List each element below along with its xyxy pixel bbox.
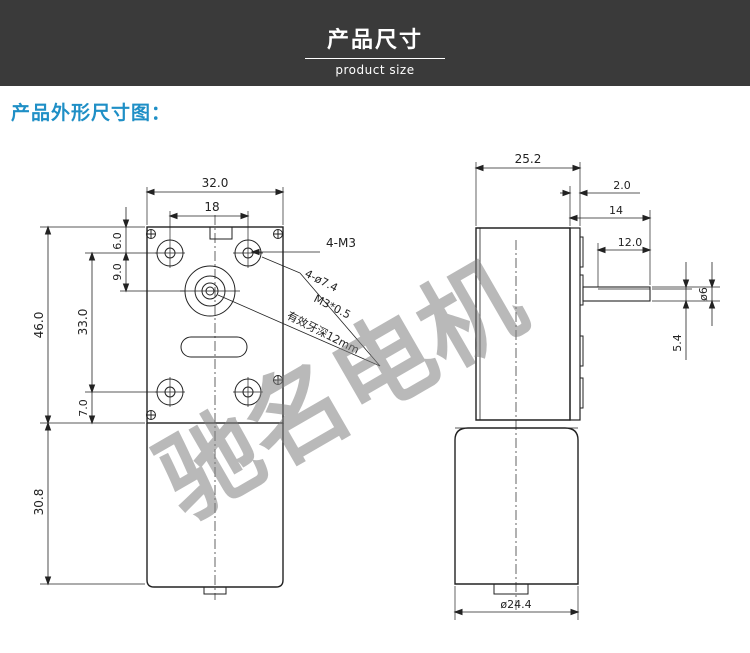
dim-motor: 30.8 — [32, 489, 46, 516]
label-bosses: 4-ø7.4 — [303, 267, 340, 295]
dim-a: 2.0 — [613, 179, 631, 192]
dim-motor-dia: ø24.4 — [500, 598, 531, 611]
section-title: 产品外形尺寸图： — [11, 102, 172, 124]
header-banner: 产品尺寸 product size — [0, 0, 750, 86]
dim-hole-spacing: 18 — [204, 200, 219, 214]
dim-height: 46.0 — [32, 312, 46, 339]
watermark: 驰名电机 — [138, 239, 543, 540]
dim-width: 32.0 — [202, 176, 229, 190]
dim-depth: 25.2 — [515, 152, 542, 166]
side-view — [453, 162, 720, 620]
dimension-drawing: 32.0 18 46.0 6.0 9.0 33.0 7.0 30.8 4-M3 … — [0, 130, 750, 649]
dim-shaft-offset: 9.0 — [111, 263, 124, 281]
header-title: 产品尺寸 — [326, 28, 423, 53]
dim-shaft-dia: ø6 — [697, 287, 710, 301]
dim-top: 6.0 — [111, 232, 124, 250]
dim-flat: 5.4 — [671, 334, 684, 352]
header-divider — [305, 58, 445, 59]
dim-b: 14 — [609, 204, 623, 217]
label-holes: 4-M3 — [326, 236, 356, 250]
header-subtitle: product size — [335, 63, 415, 77]
dim-bottom: 7.0 — [77, 399, 90, 417]
dim-mid: 33.0 — [76, 309, 90, 336]
label-thread: M3*0.5 — [312, 292, 353, 322]
dim-shaft-len: 12.0 — [618, 236, 643, 249]
front-view — [40, 187, 381, 600]
